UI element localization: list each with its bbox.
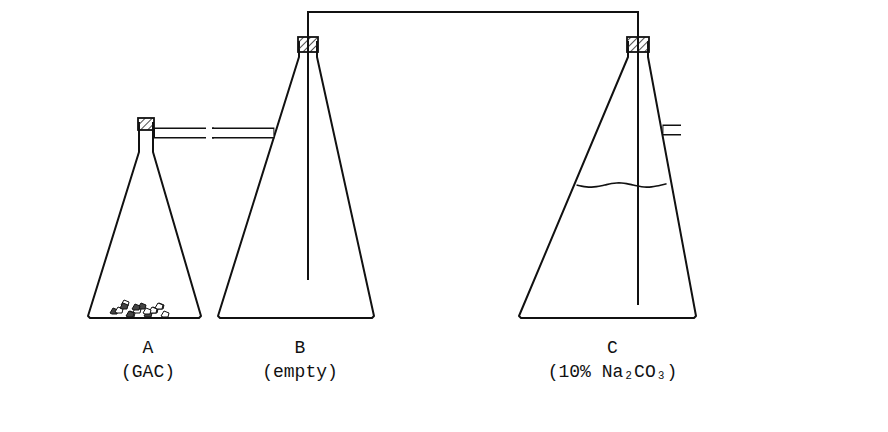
side-arm [154, 128, 206, 139]
flask-content: (empty) [212, 360, 388, 384]
flask-body [519, 41, 696, 318]
carbon-granule [132, 304, 140, 310]
glass-tubing-line [308, 12, 638, 22]
carbon-granule [156, 303, 164, 309]
stopper [138, 118, 154, 130]
side-arm-bore [663, 126, 681, 134]
side-arm [662, 125, 681, 136]
flask-outline [212, 22, 388, 390]
flask-node: A(GAC) [82, 110, 214, 390]
flask-label: B(empty) [212, 336, 388, 384]
glass-tube [637, 22, 639, 305]
flask-outline [511, 22, 714, 390]
flask-body [218, 41, 374, 318]
flask-letter: A [82, 336, 214, 360]
flask-label: A(GAC) [82, 336, 214, 384]
carbon-granule [155, 303, 163, 309]
side-arm-bore [155, 129, 206, 137]
flask-node: B(empty) [212, 22, 388, 390]
glass-tube [307, 22, 309, 280]
flask-content: (GAC) [82, 360, 214, 384]
carbon-granule [126, 311, 134, 317]
carbon-granule [161, 311, 169, 317]
carbon-granule [143, 308, 151, 314]
glass-tubing [308, 12, 638, 22]
flask-label: C(10% Na₂CO₃) [511, 336, 714, 384]
side-arm-bore [212, 129, 273, 137]
flask-body [88, 122, 201, 318]
side-arm [212, 128, 274, 139]
flask-letter: C [511, 336, 714, 360]
carbon-granule [120, 303, 128, 309]
flask-letter: B [212, 336, 388, 360]
flask-node: C(10% Na₂CO₃) [511, 22, 714, 390]
carbon-granule [127, 311, 135, 317]
flask-content: (10% Na₂CO₃) [511, 360, 714, 384]
liquid-surface [577, 183, 667, 187]
